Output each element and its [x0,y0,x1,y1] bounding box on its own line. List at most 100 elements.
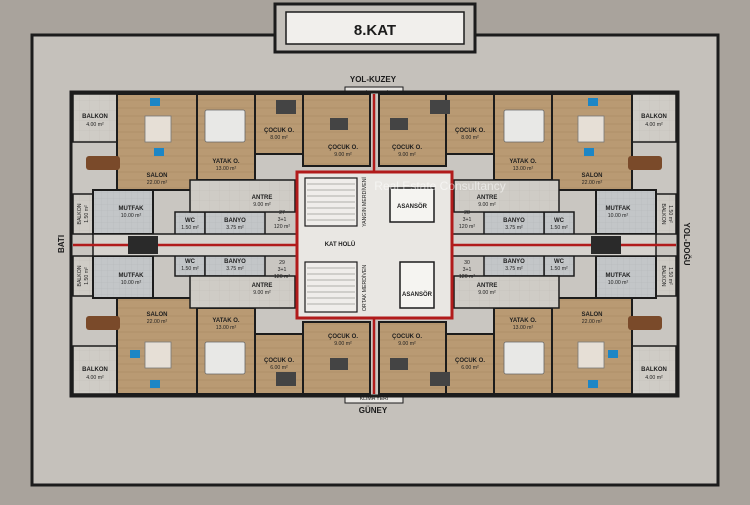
antre-label: ANTRE [252,195,273,201]
mutfak-room [595,255,657,299]
cocuk-area-a: 6.00 m² [461,365,479,371]
cocuk-label-b: ÇOCUK O. [328,145,358,151]
yatak-area: 13.00 m² [513,166,534,172]
balkon-small-area: 1.50 m² [667,267,673,285]
yangin-merdiveni-label: YANGIN MERDİVENİ [361,177,368,227]
armchair-icon [150,98,160,106]
yatak-label: YATAK O. [509,318,537,324]
wc-area: 1.50 m² [550,266,568,272]
antre-area: 9.00 m² [478,202,496,208]
cocuk-area-a: 6.00 m² [270,365,288,371]
bed-icon [204,109,246,143]
balkon-area: 4.00 m² [645,375,663,381]
banyo-label: BANYO [503,259,525,265]
cocuk-label-b: ÇOCUK O. [328,334,358,340]
sofa-icon [144,341,172,369]
sofa-icon [577,341,605,369]
labels-north-west: BALKON 4.00 m² SALON 22.00 m² YATAK O. 1… [77,114,358,231]
building-core: YANGIN MERDİVENİ ASANSÖR KAT HOLÜ ORTAK … [295,170,454,320]
unit-type: 3+1 [463,267,472,273]
furniture [86,98,662,388]
kat-holu-label: KAT HOLÜ [325,241,356,248]
balkon-small-label: BALKON [660,265,666,286]
salon-area: 22.00 m² [147,319,168,325]
watermark: Real Estate Consultancy [374,179,505,193]
antre-label: ANTRE [477,195,498,201]
balkon-label: BALKON [82,114,108,120]
cocuk-area-b: 9.00 m² [398,152,416,158]
antre-room [453,179,560,213]
asansor-bottom [399,261,435,309]
yatak-label: YATAK O. [212,318,240,324]
cocuk-area-b: 9.00 m² [398,341,416,347]
ortak-merdiven [304,261,358,313]
unit-area: 120 m² [459,224,475,230]
cocuk-label-a: ÇOCUK O. [455,128,485,134]
desk-icon [276,372,296,386]
labels-north-east: BALKON 4.00 m² SALON 22.00 m² YATAK O. 1… [392,114,673,231]
floor-title-box: 8.KAT [273,2,477,54]
wc-room [543,211,575,237]
dining-table-icon [628,316,662,330]
banyo-label: BANYO [224,218,246,224]
banyo-area: 3.75 m² [226,225,244,231]
mutfak-label: MUTFAK [119,273,145,279]
desk-icon [390,118,408,130]
wc-label: WC [554,218,565,224]
desk-icon [330,118,348,130]
antre-area: 9.00 m² [253,290,271,296]
armchair-icon [130,350,140,358]
balkon-label: BALKON [641,367,667,373]
antre-room [453,275,560,309]
asansor-top-label: ASANSÖR [397,203,428,210]
unit-area: 120 m² [459,274,475,280]
balkon-small [72,193,94,235]
salon-area: 22.00 m² [582,319,603,325]
stair-treads-top [307,183,355,221]
cocuk-room-a [445,93,495,155]
antre-label: ANTRE [477,283,498,289]
salon-area: 22.00 m² [147,180,168,186]
mutfak-room [92,255,154,299]
bed-icon [204,341,246,375]
direction-south: GÜNEY [359,406,388,415]
svg-text:KLİMA YERİ: KLİMA YERİ [360,395,389,402]
wc-area: 1.50 m² [181,266,199,272]
balkon-small-area: 1.50 m² [667,205,673,223]
bed-icon [503,109,545,143]
cocuk-room-b [302,321,371,395]
balkon-room [72,93,118,143]
balkon-room [631,93,677,143]
banyo-room [204,211,266,237]
armchair-icon [588,98,598,106]
dining-table-icon [86,316,120,330]
labels-south-east: BALKON 4.00 m² SALON 22.00 m² YATAK O. 1… [392,259,673,381]
mutfak-label: MUTFAK [606,273,632,279]
antre-area: 9.00 m² [478,290,496,296]
yatak-label: YATAK O. [509,159,537,165]
unit-number: 30 [464,260,470,266]
labels-south-west: BALKON 4.00 m² SALON 22.00 m² YATAK O. 1… [77,259,358,381]
banyo-area: 3.75 m² [505,266,523,272]
banyo-label: BANYO [503,218,525,224]
desk-icon [430,372,450,386]
salon-label: SALON [582,312,603,318]
antre-label: ANTRE [252,283,273,289]
direction-west: BATI [57,235,66,253]
banyo-label: BANYO [224,259,246,265]
kitchen-counter-west [128,236,158,254]
cocuk-label-b: ÇOCUK O. [392,145,422,151]
wc-area: 1.50 m² [181,225,199,231]
desk-icon [430,100,450,114]
yatak-area: 13.00 m² [216,325,237,331]
mutfak-label: MUTFAK [606,206,632,212]
bed-icon [503,341,545,375]
balkon-area: 4.00 m² [86,122,104,128]
balkon-label: BALKON [641,114,667,120]
sofa-icon [144,115,172,143]
antre-area: 9.00 m² [253,202,271,208]
unit-area: 120 m² [274,224,290,230]
yatak-area: 13.00 m² [513,325,534,331]
mutfak-area: 10.00 m² [121,280,142,286]
